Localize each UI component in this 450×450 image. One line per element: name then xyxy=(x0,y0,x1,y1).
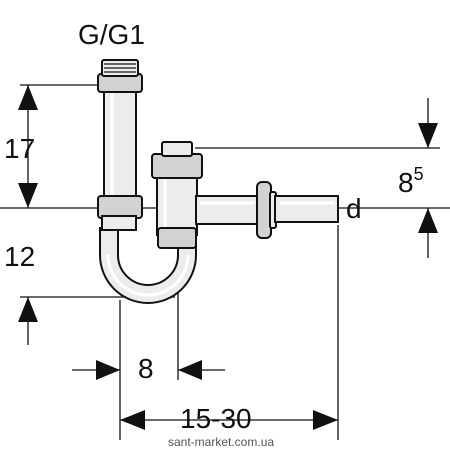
thread-label: G/G1 xyxy=(78,19,145,50)
outlet-tail xyxy=(274,195,339,223)
height-lower-label: 12 xyxy=(4,241,35,272)
watermark-text: sant-market.com.ua xyxy=(168,435,274,449)
dimension-inlet-offset xyxy=(72,360,225,380)
lower-coupling-nut xyxy=(157,227,197,249)
dimension-horizontal-range xyxy=(120,410,338,430)
outlet-diameter-label: d xyxy=(346,193,362,224)
horizontal-range-label: 15-30 xyxy=(180,403,252,434)
outlet-body xyxy=(156,174,198,236)
inlet-offset-label: 8 xyxy=(138,353,154,384)
inlet-pipe xyxy=(103,83,137,201)
height-upper-label: 17 xyxy=(4,133,35,164)
outlet-height-sup: 5 xyxy=(414,164,424,184)
outlet-height-base: 8 xyxy=(398,167,414,198)
siphon-pipe xyxy=(97,59,339,304)
dimension-height-upper xyxy=(18,85,38,208)
rosette-flange xyxy=(256,181,272,239)
dimension-height-lower xyxy=(18,297,38,345)
left-coupling-nut xyxy=(97,195,143,219)
outlet-height-label: 85 xyxy=(398,164,424,198)
u-bend xyxy=(99,227,197,304)
outlet-pipe xyxy=(195,195,259,225)
dimension-outlet-height xyxy=(418,98,438,258)
top-cap-nut xyxy=(151,153,203,179)
extension-lines xyxy=(0,84,450,440)
